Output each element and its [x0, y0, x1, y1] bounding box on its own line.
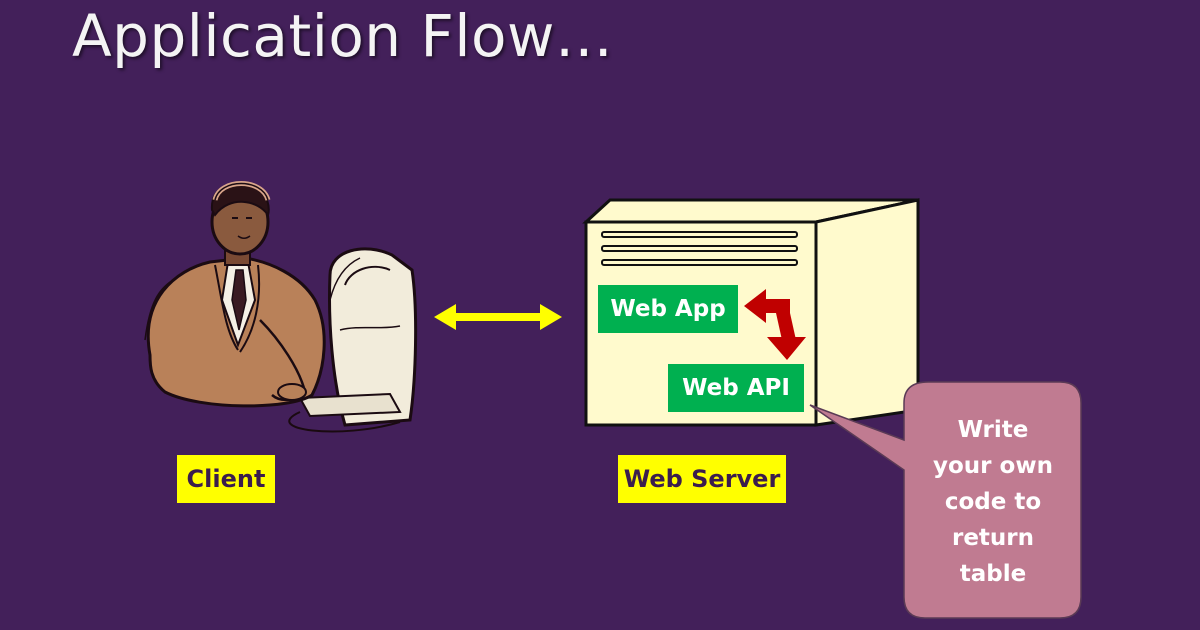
callout-line: Write — [957, 417, 1029, 443]
callout-line: return — [951, 525, 1035, 551]
client-label: Client — [177, 455, 275, 503]
speech-callout-shape — [809, 381, 1082, 619]
bidirectional-flow-arrow-icon — [744, 289, 806, 360]
callout-line: table — [959, 561, 1027, 587]
web-server-label: Web Server — [618, 455, 786, 503]
callout-text: Write your own code to return table — [922, 412, 1064, 592]
callout-line: your own — [933, 453, 1053, 479]
double-arrow-icon — [434, 304, 562, 330]
callout-line: code to — [944, 489, 1042, 515]
client-person-icon — [144, 181, 418, 433]
slide-title: Application Flow… — [72, 2, 614, 70]
web-api-box: Web API — [668, 364, 804, 412]
web-app-box: Web App — [598, 285, 738, 333]
